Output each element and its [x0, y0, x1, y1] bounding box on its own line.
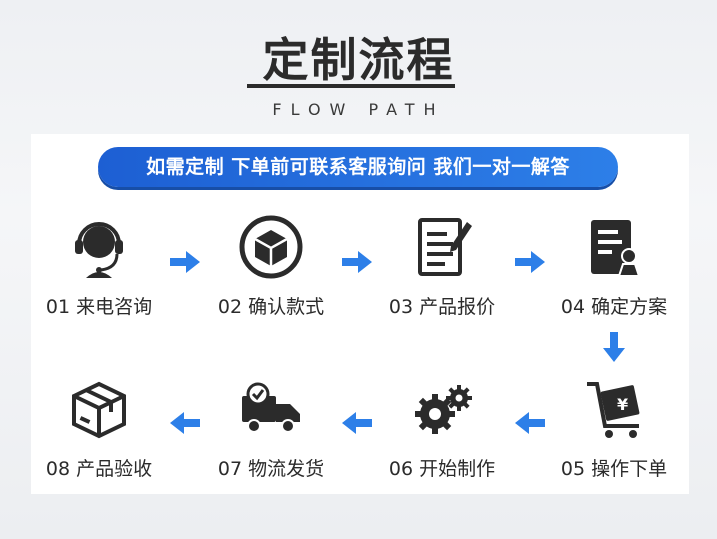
arrow-left-icon [170, 412, 200, 434]
step-02: 02 确认款式 [196, 212, 346, 319]
flow-card [31, 134, 689, 494]
step-03-label: 03 产品报价 [388, 296, 496, 318]
step-05: ¥ 05 操作下单 [539, 374, 689, 481]
arrow-down-icon [603, 332, 625, 362]
step-08: 08 产品验收 [24, 374, 174, 481]
plan-document-icon [591, 220, 641, 277]
title-underline [247, 84, 455, 88]
arrow-right-icon [515, 251, 545, 273]
arrow-right-icon [170, 251, 200, 273]
box-icon [239, 215, 303, 279]
gears-icon [415, 385, 472, 434]
order-cart-icon: ¥ [587, 382, 640, 438]
step-07-label: 07 物流发货 [217, 458, 325, 480]
step-03: 03 产品报价 [367, 212, 517, 319]
step-07: 07 物流发货 [196, 374, 346, 481]
step-04-label: 04 确定方案 [560, 296, 668, 318]
svg-text:¥: ¥ [617, 395, 628, 414]
step-01: 01 来电咨询 [24, 212, 174, 319]
step-04: 04 确定方案 [539, 212, 689, 319]
page-title: 定制流程 [262, 33, 455, 87]
step-05-label: 05 操作下单 [560, 458, 668, 480]
step-08-label: 08 产品验收 [45, 458, 153, 480]
arrow-right-icon [342, 251, 372, 273]
delivery-truck-icon [242, 382, 300, 433]
page-subtitle: FLOW PATH [272, 100, 445, 119]
contact-banner: 如需定制 下单前可联系客服询问 我们一对一解答 [98, 147, 618, 187]
step-06: 06 开始制作 [367, 374, 517, 481]
step-06-label: 06 开始制作 [388, 458, 496, 480]
headset-icon [75, 222, 123, 278]
arrow-left-icon [342, 412, 372, 434]
step-01-label: 01 来电咨询 [45, 296, 153, 318]
arrow-left-icon [515, 412, 545, 434]
package-icon [72, 381, 126, 439]
quote-document-icon [418, 218, 472, 276]
step-02-label: 02 确认款式 [217, 296, 325, 318]
